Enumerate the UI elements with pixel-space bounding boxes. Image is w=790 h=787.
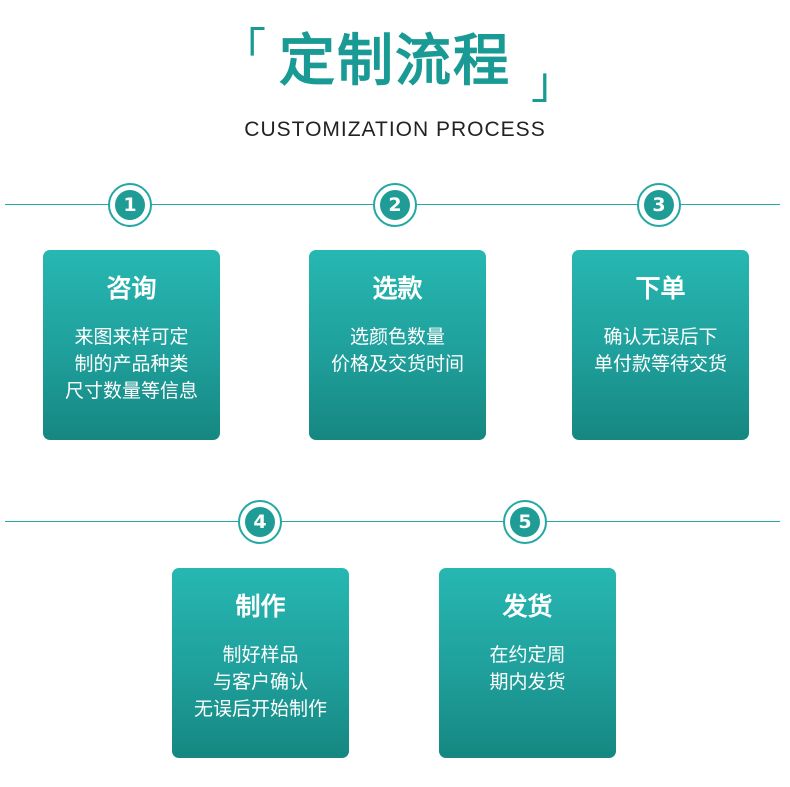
step-card-line: 确认无误后下 xyxy=(603,326,718,348)
step-number-4: 4 xyxy=(245,507,275,537)
step-number-2: 2 xyxy=(380,190,410,220)
step-marker-3: 3 xyxy=(637,183,681,227)
step-card-description: 在约定周 期内发货 xyxy=(439,642,616,696)
step-card-line: 尺寸数量等信息 xyxy=(64,380,198,402)
step-marker-4: 4 xyxy=(238,500,282,544)
step-card-line: 无误后开始制作 xyxy=(193,698,327,720)
step-card-description: 制好样品 与客户确认 无误后开始制作 xyxy=(172,642,349,723)
page-header: 「 定制流程 」 CUSTOMIZATION PROCESS xyxy=(0,0,790,160)
step-card-title: 下单 xyxy=(635,274,686,303)
title-bracket-close: 」 xyxy=(531,58,575,109)
step-marker-1: 1 xyxy=(108,183,152,227)
step-card-line: 单付款等待交货 xyxy=(593,353,727,375)
step-card-line: 制好样品 xyxy=(222,644,299,666)
page-subtitle: CUSTOMIZATION PROCESS xyxy=(244,118,546,141)
step-card-title: 咨询 xyxy=(106,274,157,303)
step-card-title: 选款 xyxy=(372,274,423,303)
step-card-line: 与客户确认 xyxy=(212,671,308,693)
step-card-order: 下单 确认无误后下 单付款等待交货 xyxy=(572,250,749,440)
timeline-line-row-2 xyxy=(5,521,780,522)
step-card-ship: 发货 在约定周 期内发货 xyxy=(439,568,616,758)
step-number-1: 1 xyxy=(115,190,145,220)
step-card-line: 期内发货 xyxy=(489,671,566,693)
title-bracket-open: 「 xyxy=(222,24,266,75)
step-card-description: 确认无误后下 单付款等待交货 xyxy=(572,324,749,378)
step-card-description: 选颜色数量 价格及交货时间 xyxy=(309,324,486,378)
step-card-produce: 制作 制好样品 与客户确认 无误后开始制作 xyxy=(172,568,349,758)
step-card-title: 制作 xyxy=(235,592,286,621)
step-card-title: 发货 xyxy=(502,592,553,621)
page-title: 定制流程 xyxy=(279,29,511,94)
step-card-description: 来图来样可定 制的产品种类 尺寸数量等信息 xyxy=(43,324,220,405)
step-number-3: 3 xyxy=(644,190,674,220)
step-card-line: 来图来样可定 xyxy=(74,326,189,348)
step-card-line: 制的产品种类 xyxy=(74,353,189,375)
step-card-line: 在约定周 xyxy=(489,644,566,666)
step-marker-5: 5 xyxy=(503,500,547,544)
step-number-5: 5 xyxy=(510,507,540,537)
step-card-consult: 咨询 来图来样可定 制的产品种类 尺寸数量等信息 xyxy=(43,250,220,440)
step-card-line: 选颜色数量 xyxy=(349,326,445,348)
step-card-line: 价格及交货时间 xyxy=(330,353,464,375)
step-card-select: 选款 选颜色数量 价格及交货时间 xyxy=(309,250,486,440)
step-marker-2: 2 xyxy=(373,183,417,227)
